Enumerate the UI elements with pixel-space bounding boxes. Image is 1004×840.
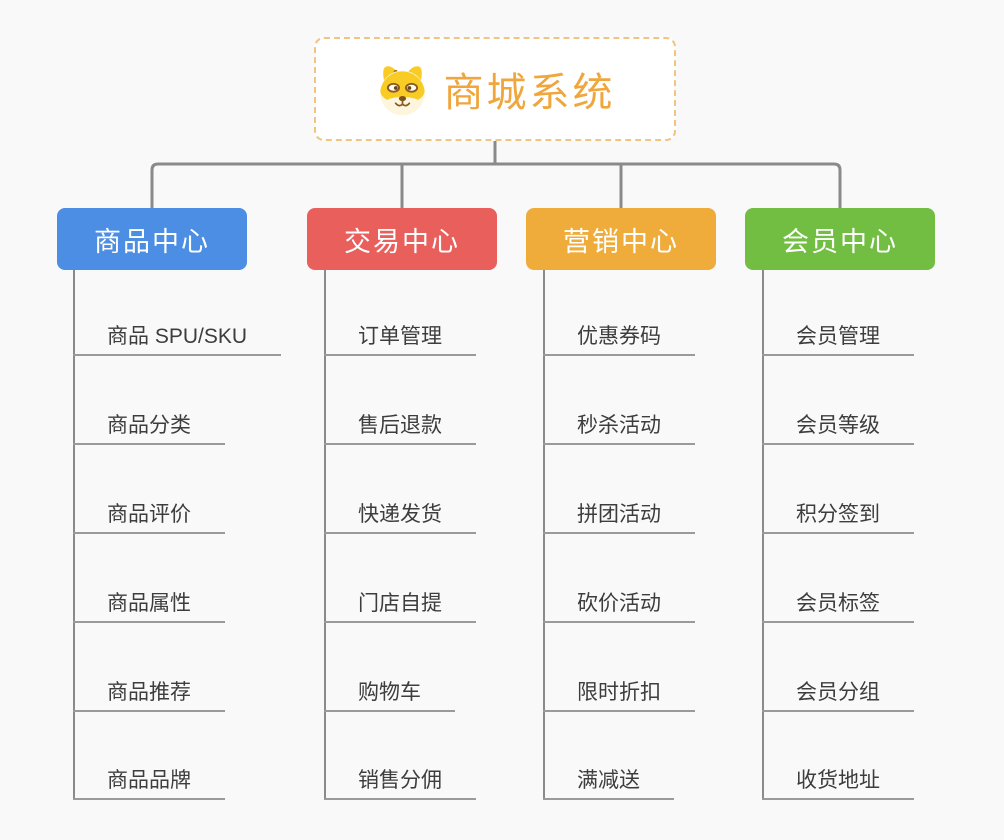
branch-header-3[interactable]: 会员中心 bbox=[745, 208, 935, 270]
leaf-node[interactable]: 砍价活动 bbox=[543, 587, 695, 623]
leaf-node[interactable]: 商品推荐 bbox=[73, 676, 225, 712]
leaf-node[interactable]: 会员等级 bbox=[762, 409, 914, 445]
leaf-node[interactable]: 商品品牌 bbox=[73, 764, 225, 800]
leaf-node[interactable]: 销售分佣 bbox=[324, 764, 476, 800]
root-title: 商城系统 bbox=[443, 71, 616, 115]
leaf-node[interactable]: 收货地址 bbox=[762, 764, 914, 800]
leaf-node[interactable]: 积分签到 bbox=[762, 498, 914, 534]
leaf-node[interactable]: 限时折扣 bbox=[543, 676, 695, 712]
leaf-node[interactable]: 商品属性 bbox=[73, 587, 225, 623]
leaf-node[interactable]: 会员分组 bbox=[762, 676, 914, 712]
leaf-node[interactable]: 拼团活动 bbox=[543, 498, 695, 534]
leaf-node[interactable]: 门店自提 bbox=[324, 587, 476, 623]
leaf-node[interactable]: 秒杀活动 bbox=[543, 409, 695, 445]
leaf-node[interactable]: 商品分类 bbox=[73, 409, 225, 445]
leaf-node[interactable]: 商品 SPU/SKU bbox=[73, 320, 282, 356]
leaf-node[interactable]: 优惠券码 bbox=[543, 320, 695, 356]
branch-header-1[interactable]: 交易中心 bbox=[307, 208, 497, 270]
leaf-node[interactable]: 商品评价 bbox=[73, 498, 225, 534]
leaf-node[interactable]: 快递发货 bbox=[324, 498, 476, 534]
leaf-node[interactable]: 订单管理 bbox=[324, 320, 476, 356]
branch-header-2[interactable]: 营销中心 bbox=[526, 208, 716, 270]
leaf-node[interactable]: 满减送 bbox=[543, 764, 674, 800]
leaf-node[interactable]: 会员管理 bbox=[762, 320, 914, 356]
leaf-node[interactable]: 购物车 bbox=[324, 676, 455, 712]
leaf-node[interactable]: 会员标签 bbox=[762, 587, 914, 623]
leaf-node[interactable]: 售后退款 bbox=[324, 409, 476, 445]
doge-dog-icon bbox=[375, 62, 430, 117]
branch-header-0[interactable]: 商品中心 bbox=[57, 208, 247, 270]
root-node[interactable]: 商城系统 bbox=[314, 37, 676, 141]
